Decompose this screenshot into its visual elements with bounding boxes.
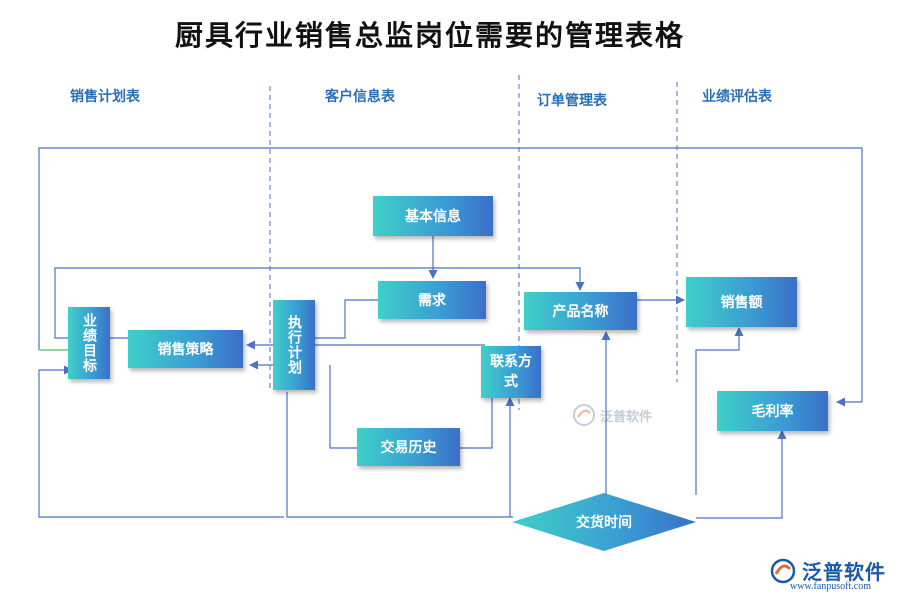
node-delivery-time-diamond[interactable]: 交货时间 [512, 493, 696, 551]
watermark-text: 泛普软件 [600, 409, 653, 425]
node-transaction-history[interactable]: 交易历史 [357, 428, 460, 466]
node-demand[interactable]: 需求 [378, 281, 486, 319]
node-sales-strategy[interactable]: 销售策略 [128, 330, 243, 368]
node-product-name[interactable]: 产品名称 [524, 292, 637, 330]
node-gross-margin[interactable]: 毛利率 [717, 391, 828, 431]
watermark: 泛普软件 [572, 403, 652, 427]
node-basic-info[interactable]: 基本信息 [373, 196, 493, 236]
page-title: 厨具行业销售总监岗位需要的管理表格 [174, 19, 685, 52]
fanpu-logo-icon [770, 558, 796, 583]
node-delivery-time: 交货时间 [576, 514, 632, 531]
section-order-management: 订单管理表 [537, 93, 607, 109]
brand-logo: 泛普软件 [770, 556, 886, 585]
section-customer-info: 客户信息表 [325, 89, 395, 105]
node-performance-target[interactable]: 业绩目标 [68, 307, 110, 379]
node-contact[interactable]: 联系方式 [481, 346, 541, 398]
fanpu-logo-icon [573, 404, 595, 426]
brand-name: 泛普软件 [802, 560, 886, 584]
brand-url: www.fanpusoft.com [790, 581, 872, 592]
section-sales-plan: 销售计划表 [70, 89, 140, 105]
node-sales-amount[interactable]: 销售额 [686, 277, 797, 327]
section-dividers [269, 75, 678, 410]
node-execution-plan[interactable]: 执行计划 [273, 300, 315, 390]
section-performance-evaluation: 业绩评估表 [702, 89, 772, 105]
